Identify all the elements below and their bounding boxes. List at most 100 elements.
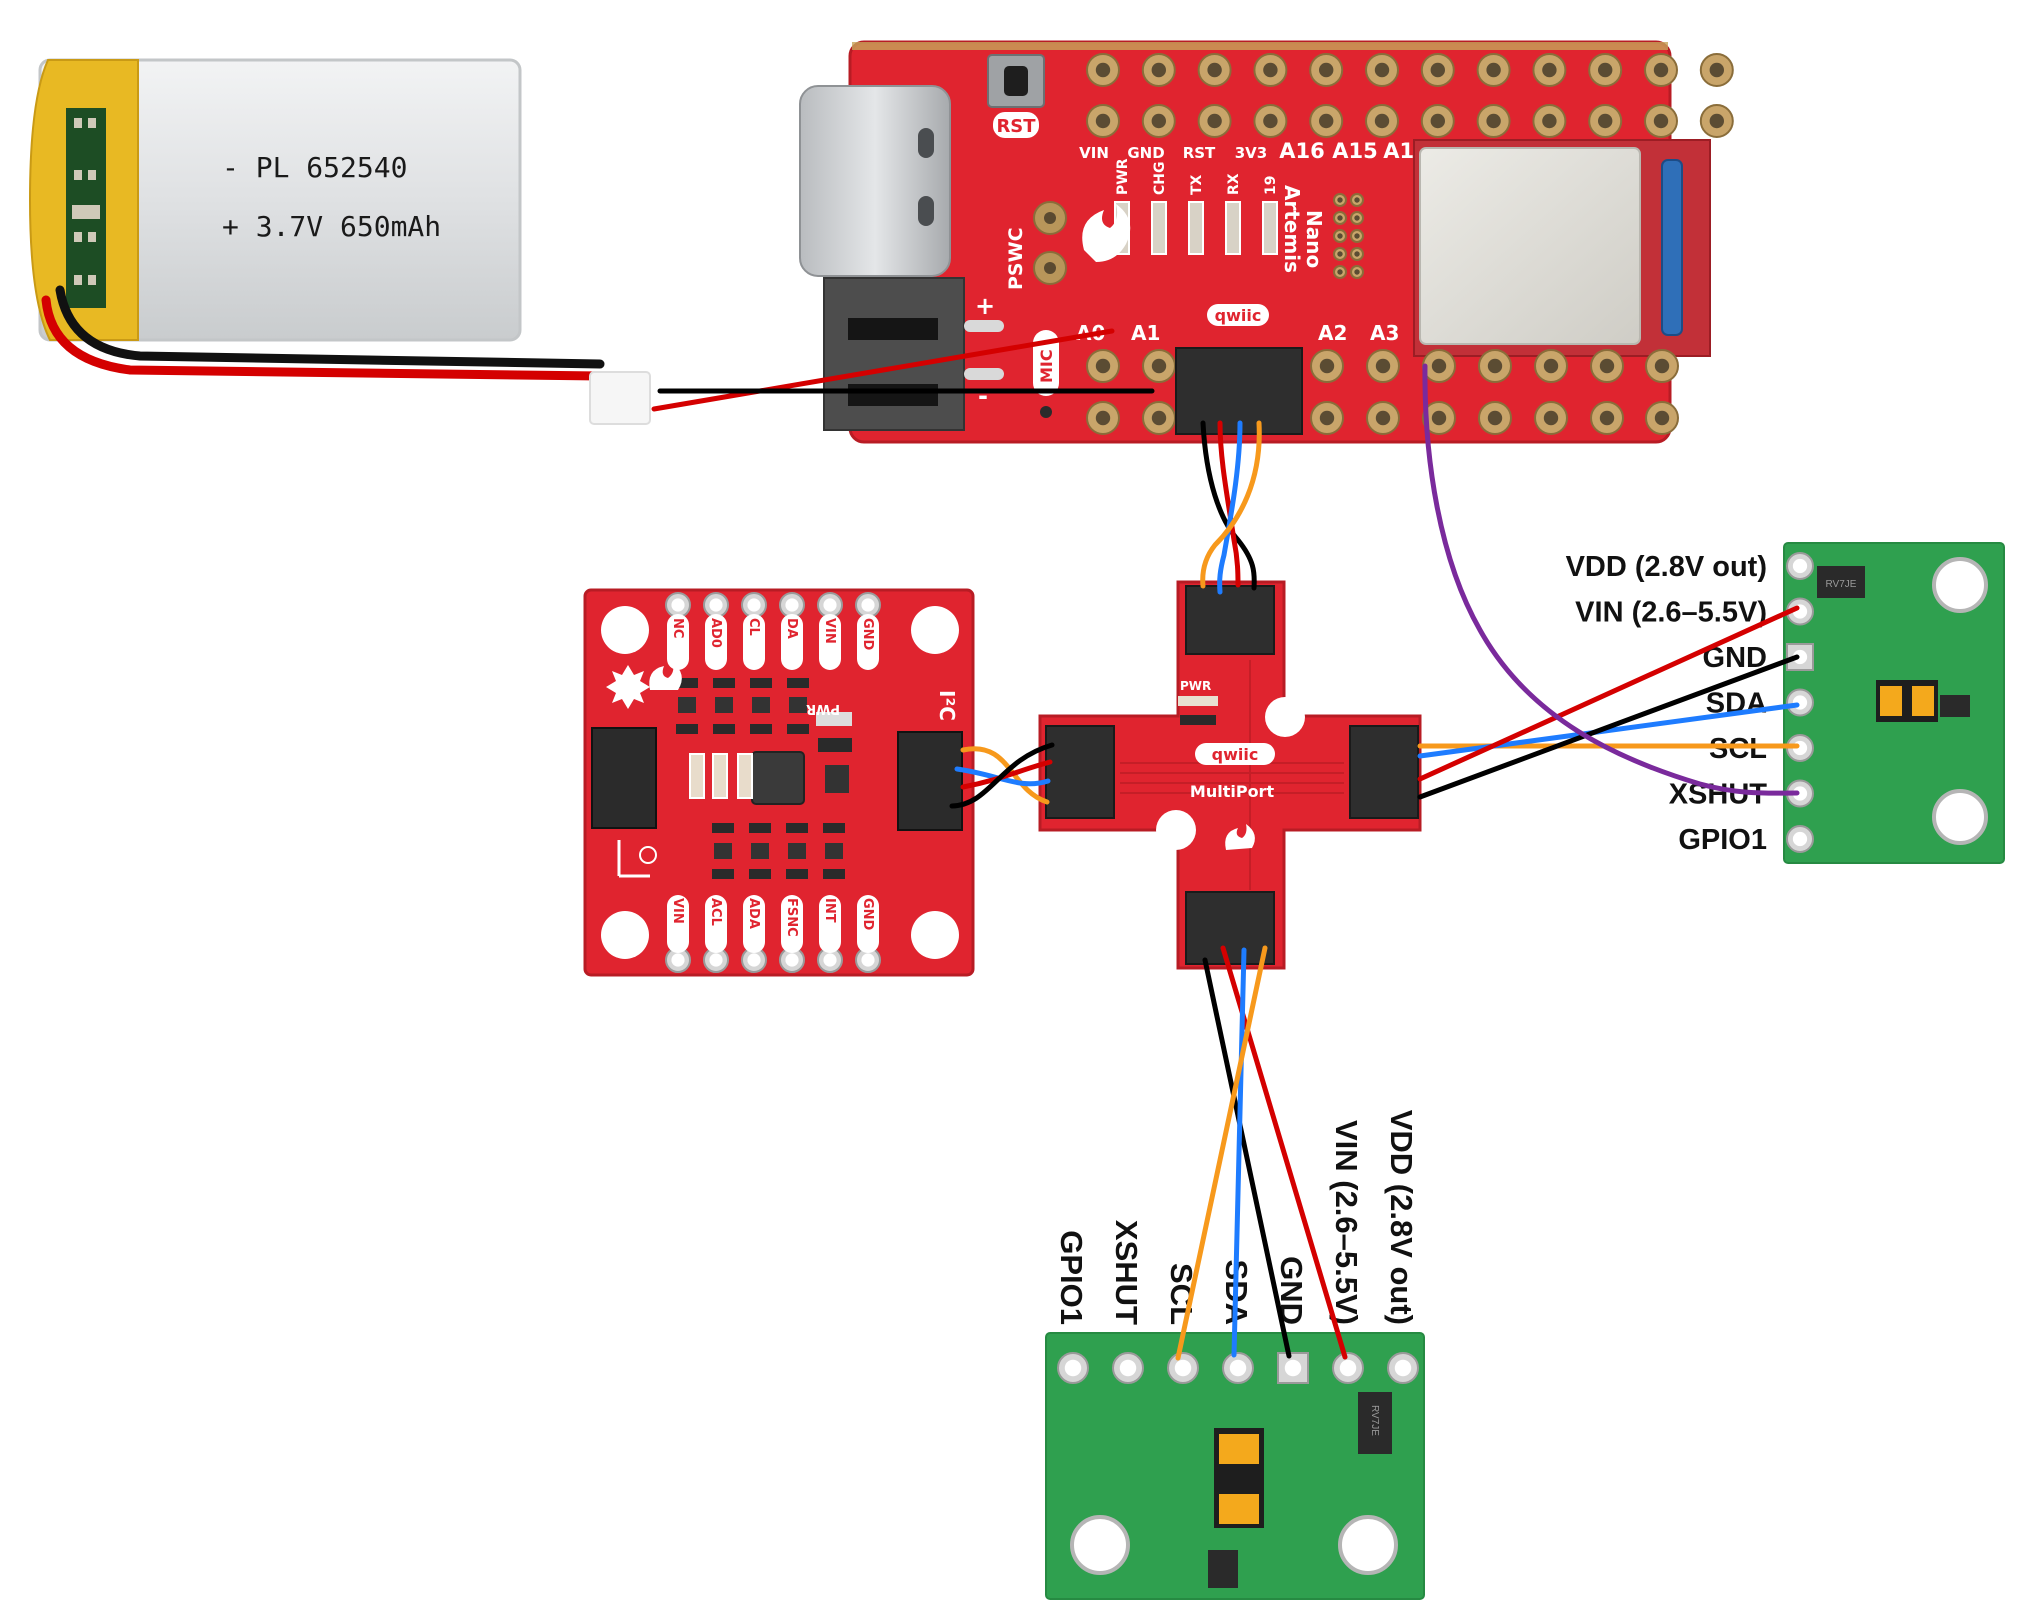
tof-bottom-receiver	[1219, 1494, 1259, 1524]
tof-right-pin-sda[interactable]	[1786, 688, 1814, 717]
artemis-bottom-pad[interactable]	[1590, 401, 1624, 435]
imu-pin-sda[interactable]	[779, 592, 805, 618]
artemis-header-pad[interactable]	[1699, 53, 1734, 87]
artemis-header-pad[interactable]	[1309, 53, 1344, 87]
artemis-header-pad[interactable]	[1476, 104, 1511, 138]
wire-artemis-multiport-sda	[1217, 420, 1243, 595]
swd-pad[interactable]	[1333, 211, 1347, 225]
imu-pin-ad0[interactable]	[703, 592, 729, 618]
artemis-header-pad[interactable]	[1309, 104, 1344, 138]
artemis-header-pad[interactable]	[1365, 104, 1399, 138]
swd-pad[interactable]	[1333, 265, 1347, 279]
multiport-qwiic-right[interactable]	[1349, 725, 1419, 819]
artemis-bottom-pad[interactable]	[1645, 401, 1679, 435]
imu-bottom-label: ADA	[746, 898, 761, 929]
pswc-label: PSWC	[1005, 227, 1027, 290]
artemis-header-pad[interactable]	[1644, 104, 1678, 138]
multiport-qwiic-left[interactable]	[1045, 725, 1115, 819]
imu-pin-gnd[interactable]	[855, 592, 881, 618]
wire-artemis-multiport-scl	[1200, 420, 1262, 589]
imu-pin-scl[interactable]	[741, 592, 767, 618]
artemis-header-pad[interactable]	[1532, 53, 1567, 87]
tof-bottom-mount-hole	[1338, 1515, 1398, 1575]
swd-pad[interactable]	[1350, 265, 1364, 279]
artemis-bottom-pad[interactable]	[1534, 401, 1568, 435]
tof-bottom-pin-xshut[interactable]	[1112, 1352, 1144, 1384]
multiport-qwiic-bottom[interactable]	[1185, 891, 1275, 965]
imu-qwiic-left[interactable]	[591, 727, 657, 829]
swd-pad[interactable]	[1333, 193, 1347, 207]
battery-jst-connector[interactable]	[823, 277, 965, 431]
tof-bottom-pin-scl[interactable]	[1167, 1352, 1199, 1384]
artemis-analog-pad[interactable]	[1478, 349, 1512, 383]
tof-bottom-pin-sda[interactable]	[1222, 1352, 1254, 1384]
imu-qwiic-right[interactable]	[897, 731, 963, 831]
tof-right-pin-vdd[interactable]	[1786, 552, 1814, 580]
artemis-analog-pad[interactable]	[1645, 349, 1679, 383]
tof-bottom-pin-label: GPIO1	[1054, 1230, 1089, 1325]
artemis-analog-pad[interactable]	[1534, 349, 1568, 383]
multiport-qwiic-top[interactable]	[1185, 585, 1275, 655]
artemis-bottom-pad[interactable]	[1366, 401, 1400, 435]
swd-pad[interactable]	[1333, 229, 1347, 243]
artemis-bottom-pad[interactable]	[1422, 401, 1456, 435]
imu-pin-nc[interactable]	[665, 592, 691, 618]
artemis-header-pad[interactable]	[1365, 53, 1399, 87]
artemis-header-pad[interactable]	[1253, 53, 1288, 87]
tof-bottom-pin-label: XSHUT	[1109, 1220, 1144, 1325]
artemis-analog-pad[interactable]	[1590, 349, 1624, 383]
tof-bottom-pin-label: VIN (2.6–5.5V)	[1329, 1120, 1364, 1325]
tof-right-pin-gpio1[interactable]	[1786, 825, 1814, 853]
artemis-header-pad[interactable]	[1086, 53, 1120, 87]
swd-pad[interactable]	[1350, 193, 1364, 207]
artemis-header-pad[interactable]	[1141, 104, 1176, 138]
artemis-header-pad[interactable]	[1588, 104, 1623, 138]
artemis-header-pad[interactable]	[1197, 104, 1232, 138]
artemis-bottom-pad[interactable]	[1142, 401, 1176, 435]
usb-c-port[interactable]	[799, 85, 951, 277]
artemis-analog-pad[interactable]	[1310, 349, 1344, 383]
artemis-header-pad[interactable]	[1588, 53, 1623, 87]
multiport-pwr-label: PWR	[1180, 679, 1211, 693]
artemis-header-pad[interactable]	[1197, 53, 1232, 87]
swd-pad[interactable]	[1350, 247, 1364, 261]
artemis-top-row-pads	[1086, 53, 1734, 87]
multiport-qwiic-badge	[1195, 743, 1275, 765]
tof-right-pin-gnd[interactable]	[1786, 643, 1814, 671]
artemis-analog-pad[interactable]	[1086, 349, 1120, 383]
tof-bottom-pin-gpio1[interactable]	[1057, 1352, 1089, 1384]
battery-plus-label: +	[975, 292, 995, 320]
artemis-qwiic-connector[interactable]	[1175, 347, 1303, 435]
pcb-edge	[852, 42, 1668, 50]
artemis-analog-pad[interactable]	[1142, 349, 1176, 383]
imu-pin-vin[interactable]	[817, 592, 843, 618]
artemis-header-pad[interactable]	[1420, 53, 1455, 87]
artemis-header-pad[interactable]	[1699, 104, 1734, 138]
artemis-header-pad[interactable]	[1420, 104, 1455, 138]
artemis-pin-label-3v3: 3V3	[1235, 144, 1267, 162]
tof-right-chip-label: RV7JE	[1826, 579, 1857, 590]
z-axis-icon	[639, 846, 657, 864]
artemis-header-pad[interactable]	[1086, 104, 1120, 138]
artemis-header-pad[interactable]	[1476, 53, 1511, 87]
jst-plug[interactable]	[589, 371, 651, 425]
tof-bottom-pin-vdd[interactable]	[1387, 1352, 1419, 1384]
swd-pad[interactable]	[1350, 229, 1364, 243]
artemis-bottom-pad[interactable]	[1086, 401, 1120, 435]
artemis-header-pad[interactable]	[1141, 53, 1176, 87]
imu-pin-gnd[interactable]	[855, 947, 881, 973]
artemis-bottom-pad[interactable]	[1310, 401, 1344, 435]
swd-pad[interactable]	[1350, 211, 1364, 225]
artemis-header-pad[interactable]	[1532, 104, 1567, 138]
swd-pad[interactable]	[1333, 247, 1347, 261]
tof-bottom-pin-gnd[interactable]	[1277, 1352, 1309, 1384]
artemis-analog-pad[interactable]	[1366, 349, 1400, 383]
artemis-bottom-pad[interactable]	[1478, 401, 1512, 435]
artemis-header-pad[interactable]	[1644, 53, 1678, 87]
artemis-second-row-pads	[1086, 104, 1734, 138]
tof-bottom-pin-vin[interactable]	[1332, 1352, 1364, 1384]
artemis-header-pad[interactable]	[1253, 104, 1288, 138]
artemis-analog-pad[interactable]	[1422, 349, 1456, 383]
imu-pin-int[interactable]	[817, 947, 843, 973]
